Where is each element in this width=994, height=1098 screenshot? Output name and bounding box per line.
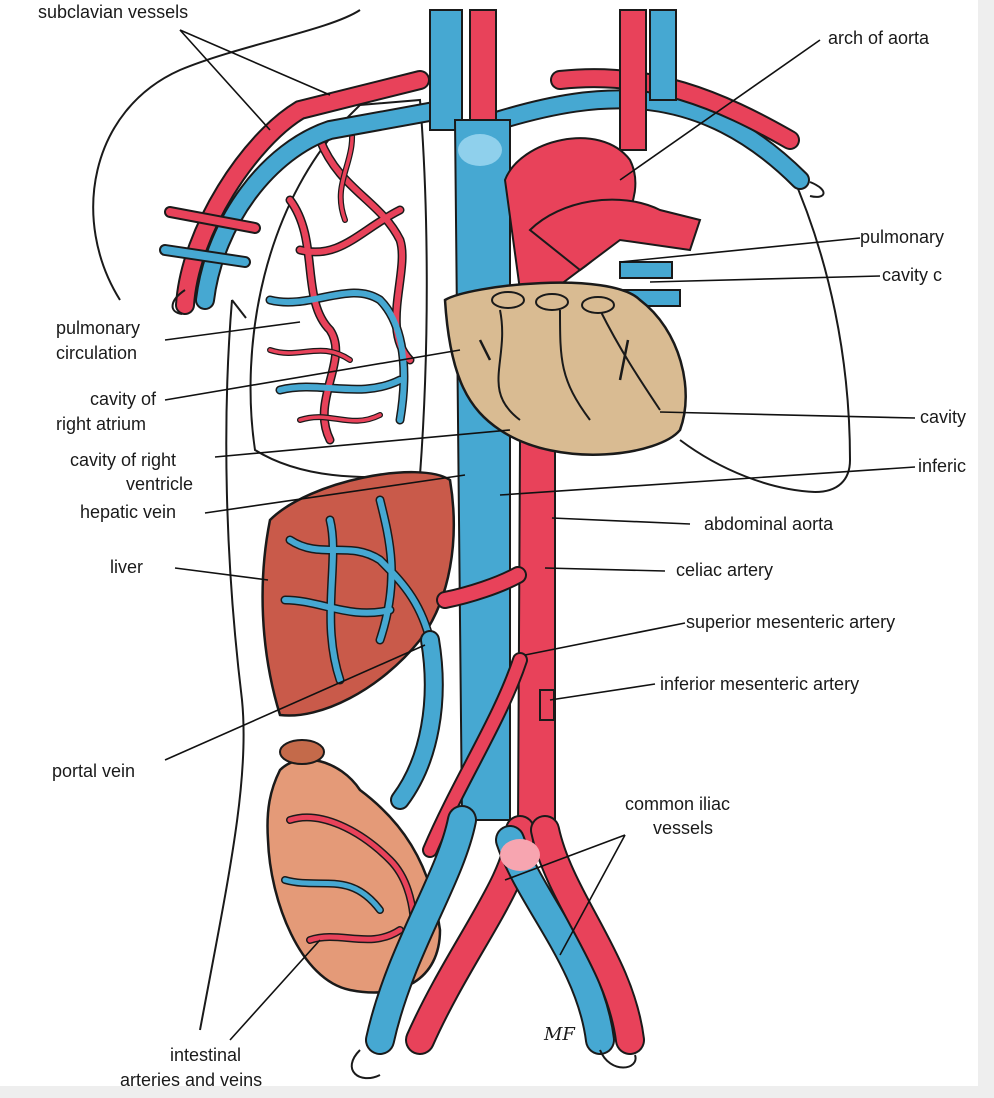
label-inferior-mesenteric-artery: inferior mesenteric artery — [660, 674, 859, 694]
label-liver: liver — [110, 557, 143, 577]
label-abdominal-aorta: abdominal aorta — [704, 514, 834, 534]
label-cavity-c: cavity c — [882, 265, 942, 285]
label-common-iliac-1: common iliac — [625, 794, 730, 814]
label-right-atrium-2: right atrium — [56, 414, 146, 434]
artist-signature: MF — [543, 1024, 576, 1045]
label-intestinal-1: intestinal — [170, 1045, 241, 1065]
label-portal-vein: portal vein — [52, 761, 135, 781]
label-cavity-right: cavity — [920, 407, 966, 427]
portal-vein — [400, 640, 434, 800]
label-subclavian-vessels: subclavian vessels — [38, 2, 188, 22]
label-superior-mesenteric-artery: superior mesenteric artery — [686, 612, 895, 632]
label-celiac-artery: celiac artery — [676, 560, 773, 580]
label-right-ventricle-2: ventricle — [126, 474, 193, 494]
label-pulmonary-trunk: pulmonary — [860, 227, 944, 247]
label-intestinal-2: arteries and veins — [120, 1070, 262, 1090]
label-common-iliac-2: vessels — [653, 818, 713, 838]
label-pulmonary-circulation-2: circulation — [56, 343, 137, 363]
label-arch-of-aorta: arch of aorta — [828, 28, 930, 48]
label-hepatic-vein: hepatic vein — [80, 502, 176, 522]
label-pulmonary-circulation-1: pulmonary — [56, 318, 140, 338]
label-right-atrium-1: cavity of — [90, 389, 157, 409]
label-right-ventricle-1: cavity of right — [70, 450, 176, 470]
label-inferior: inferic — [918, 456, 966, 476]
frame-right — [978, 0, 994, 1098]
